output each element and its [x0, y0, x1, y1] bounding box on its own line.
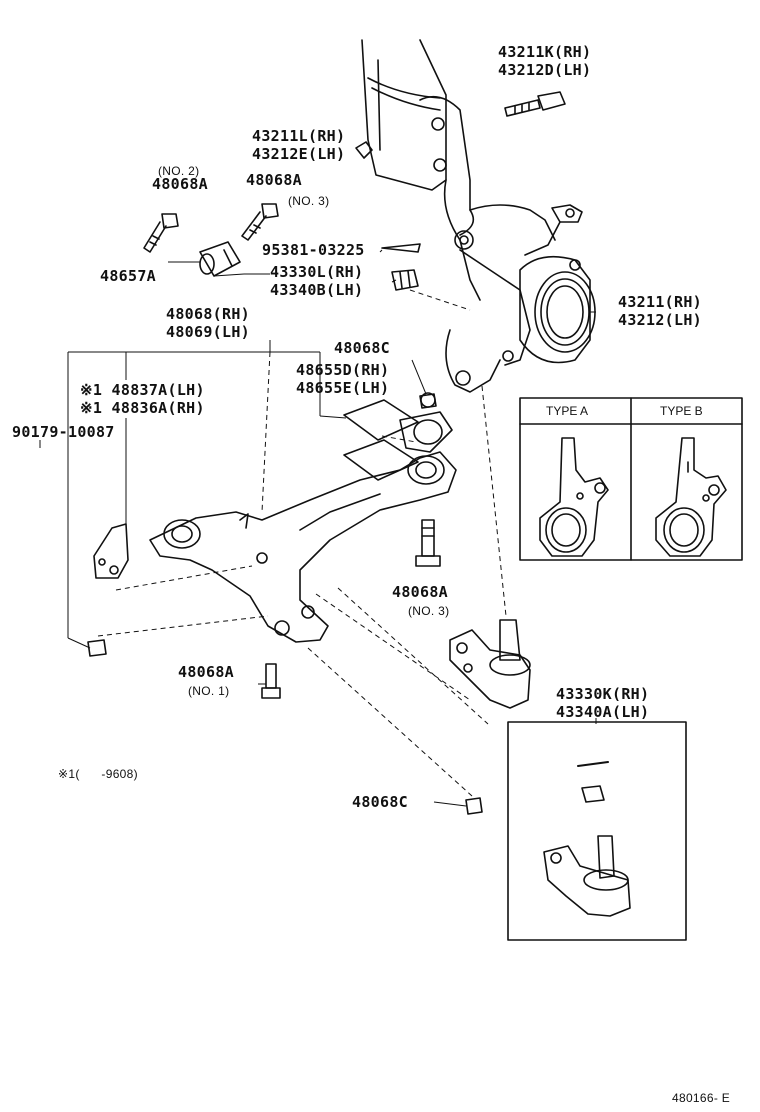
type-box — [519, 397, 743, 561]
label-43340a: 43340A(LH) — [556, 703, 650, 721]
label-48068a-bottom: 48068A — [178, 663, 234, 681]
label-43211k: 43211K(RH) — [498, 43, 592, 61]
label-48837a: ※1 48837A(LH) — [80, 381, 205, 399]
nut-43211l — [355, 141, 373, 159]
label-43212d: 43212D(LH) — [498, 61, 592, 79]
lower-control-arm — [149, 451, 457, 643]
type-a-title: TYPE A — [546, 404, 589, 418]
label-48836a: ※1 48836A(RH) — [80, 399, 205, 417]
figure-id: 480166- E — [672, 1091, 731, 1105]
bracket-48837a — [93, 523, 129, 579]
steering-knuckle — [361, 39, 556, 393]
type-b-title: TYPE B — [660, 404, 703, 418]
bolt-43211k — [504, 91, 566, 117]
label-90179: 90179-10087 — [12, 423, 115, 441]
bolt-no2 — [143, 213, 179, 253]
bolt-no3-top — [241, 203, 279, 241]
label-no3-top: (NO. 3) — [288, 194, 330, 208]
label-43211: 43211(RH) — [618, 293, 702, 311]
label-48068: 48068(RH) — [166, 305, 250, 323]
dashed-guides — [97, 289, 507, 797]
nut-48068c-top — [419, 393, 437, 409]
label-no1: (NO. 1) — [188, 684, 230, 698]
label-43340b: 43340B(LH) — [270, 281, 364, 299]
label-48069: 48069(LH) — [166, 323, 250, 341]
cotter-pin — [381, 243, 421, 253]
label-48068a-left: 48068A — [152, 175, 208, 193]
label-95381: 95381-03225 — [262, 241, 365, 259]
label-43211l: 43211L(RH) — [252, 127, 346, 145]
ball-joint — [449, 619, 531, 709]
leader-lines — [39, 249, 597, 807]
nut-90179 — [87, 639, 107, 657]
label-48655d: 48655D(RH) — [296, 361, 390, 379]
label-48068c-top: 48068C — [334, 339, 390, 357]
label-48068a-mid: 48068A — [246, 171, 302, 189]
nut-48068c-bottom — [465, 797, 483, 815]
bolt-48068a-no3 — [415, 519, 441, 567]
label-no2: (NO. 2) — [158, 164, 200, 178]
inset-box-43330k — [507, 721, 687, 941]
label-no3-right: (NO. 3) — [408, 604, 450, 618]
hub-ring — [519, 204, 596, 364]
label-43212e: 43212E(LH) — [252, 145, 346, 163]
label-48655e: 48655E(LH) — [296, 379, 390, 397]
label-48657a: 48657A — [100, 267, 156, 285]
bolt-48068a-no1 — [261, 663, 281, 699]
label-43212: 43212(LH) — [618, 311, 702, 329]
label-43330l: 43330L(RH) — [270, 263, 364, 281]
bushing-48657a — [199, 241, 241, 277]
label-48068c-bottom: 48068C — [352, 793, 408, 811]
label-43330k: 43330K(RH) — [556, 685, 650, 703]
footnote-1: ※1( -9608) — [58, 767, 138, 781]
nut-43330l — [391, 269, 419, 291]
label-48068a-right: 48068A — [392, 583, 448, 601]
